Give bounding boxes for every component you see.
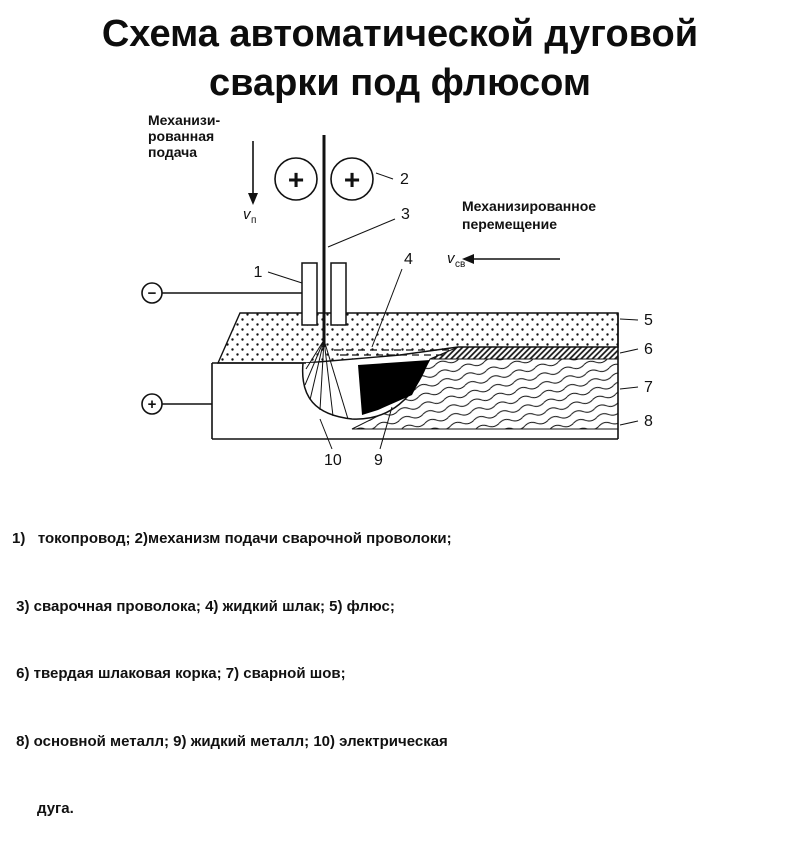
callout-8: 8 — [644, 413, 653, 430]
title-line-1: Схема автоматической дуговой — [101, 13, 699, 55]
slag-crust-layer — [429, 346, 619, 360]
feed-label-line3: подача — [148, 144, 197, 160]
legend-line-2: 3) сварочная проволока; 4) жидкий шлак; … — [12, 597, 395, 615]
contact-jaw-left — [301, 262, 318, 326]
base-metal-plate — [211, 313, 619, 441]
legend-line-3: 6) твердая шлаковая корка; 7) сварной шо… — [12, 665, 346, 683]
welding-diagram: + + − + Механизи- рованная подача v п Ме… — [0, 107, 800, 479]
callout-4: 4 — [404, 251, 413, 268]
callout-3: 3 — [401, 206, 410, 223]
feed-speed-subscript: п — [251, 215, 256, 226]
callout-2: 2 — [400, 171, 409, 188]
travel-label-line1: Механизированное — [462, 198, 596, 214]
travel-speed-subscript: св — [455, 259, 465, 270]
slide: Схема автоматической дуговой сварки под … — [0, 10, 800, 817]
roller-plus-right: + — [344, 164, 360, 195]
roller-plus-left: + — [288, 164, 304, 195]
callout-7: 7 — [644, 379, 653, 396]
feed-speed-symbol: v — [243, 206, 252, 223]
feed-label-line1: Механизи- — [148, 112, 220, 128]
minus-terminal-sign: − — [148, 285, 157, 302]
liquid-metal-region — [358, 360, 430, 416]
liquid-slag-region — [334, 349, 452, 356]
legend-line-1: 1) токопровод; 2)механизм подачи сварочн… — [12, 530, 452, 548]
callout-leaders — [267, 172, 639, 450]
contact-jaw-right — [330, 262, 347, 326]
callout-1: 1 — [254, 264, 263, 281]
electric-arc — [304, 339, 349, 420]
feed-roller-right — [330, 157, 374, 202]
callout-5: 5 — [644, 312, 653, 329]
page-title: Схема автоматической дуговой сварки под … — [0, 10, 800, 107]
feed-label-line2: рованная — [148, 128, 214, 144]
callout-10: 10 — [324, 452, 342, 469]
feed-direction-arrow-icon — [248, 141, 258, 206]
travel-direction-arrow-icon — [462, 254, 560, 265]
feed-roller-left — [274, 157, 318, 202]
plus-terminal-sign: + — [148, 396, 157, 413]
legend-line-4: 8) основной металл; 9) жидкий металл; 10… — [12, 732, 448, 750]
legend-line-5: дуга. — [12, 800, 74, 818]
legend: 1) токопровод; 2)механизм подачи сварочн… — [0, 479, 800, 866]
travel-label-line2: перемещение — [462, 216, 557, 232]
title-line-2: сварки под флюсом — [209, 61, 591, 104]
travel-speed-symbol: v — [447, 250, 456, 267]
callout-6: 6 — [644, 341, 653, 358]
welding-schematic-svg: + + − + Механизи- рованная подача v п Ме… — [141, 112, 653, 469]
callout-9: 9 — [374, 452, 383, 469]
